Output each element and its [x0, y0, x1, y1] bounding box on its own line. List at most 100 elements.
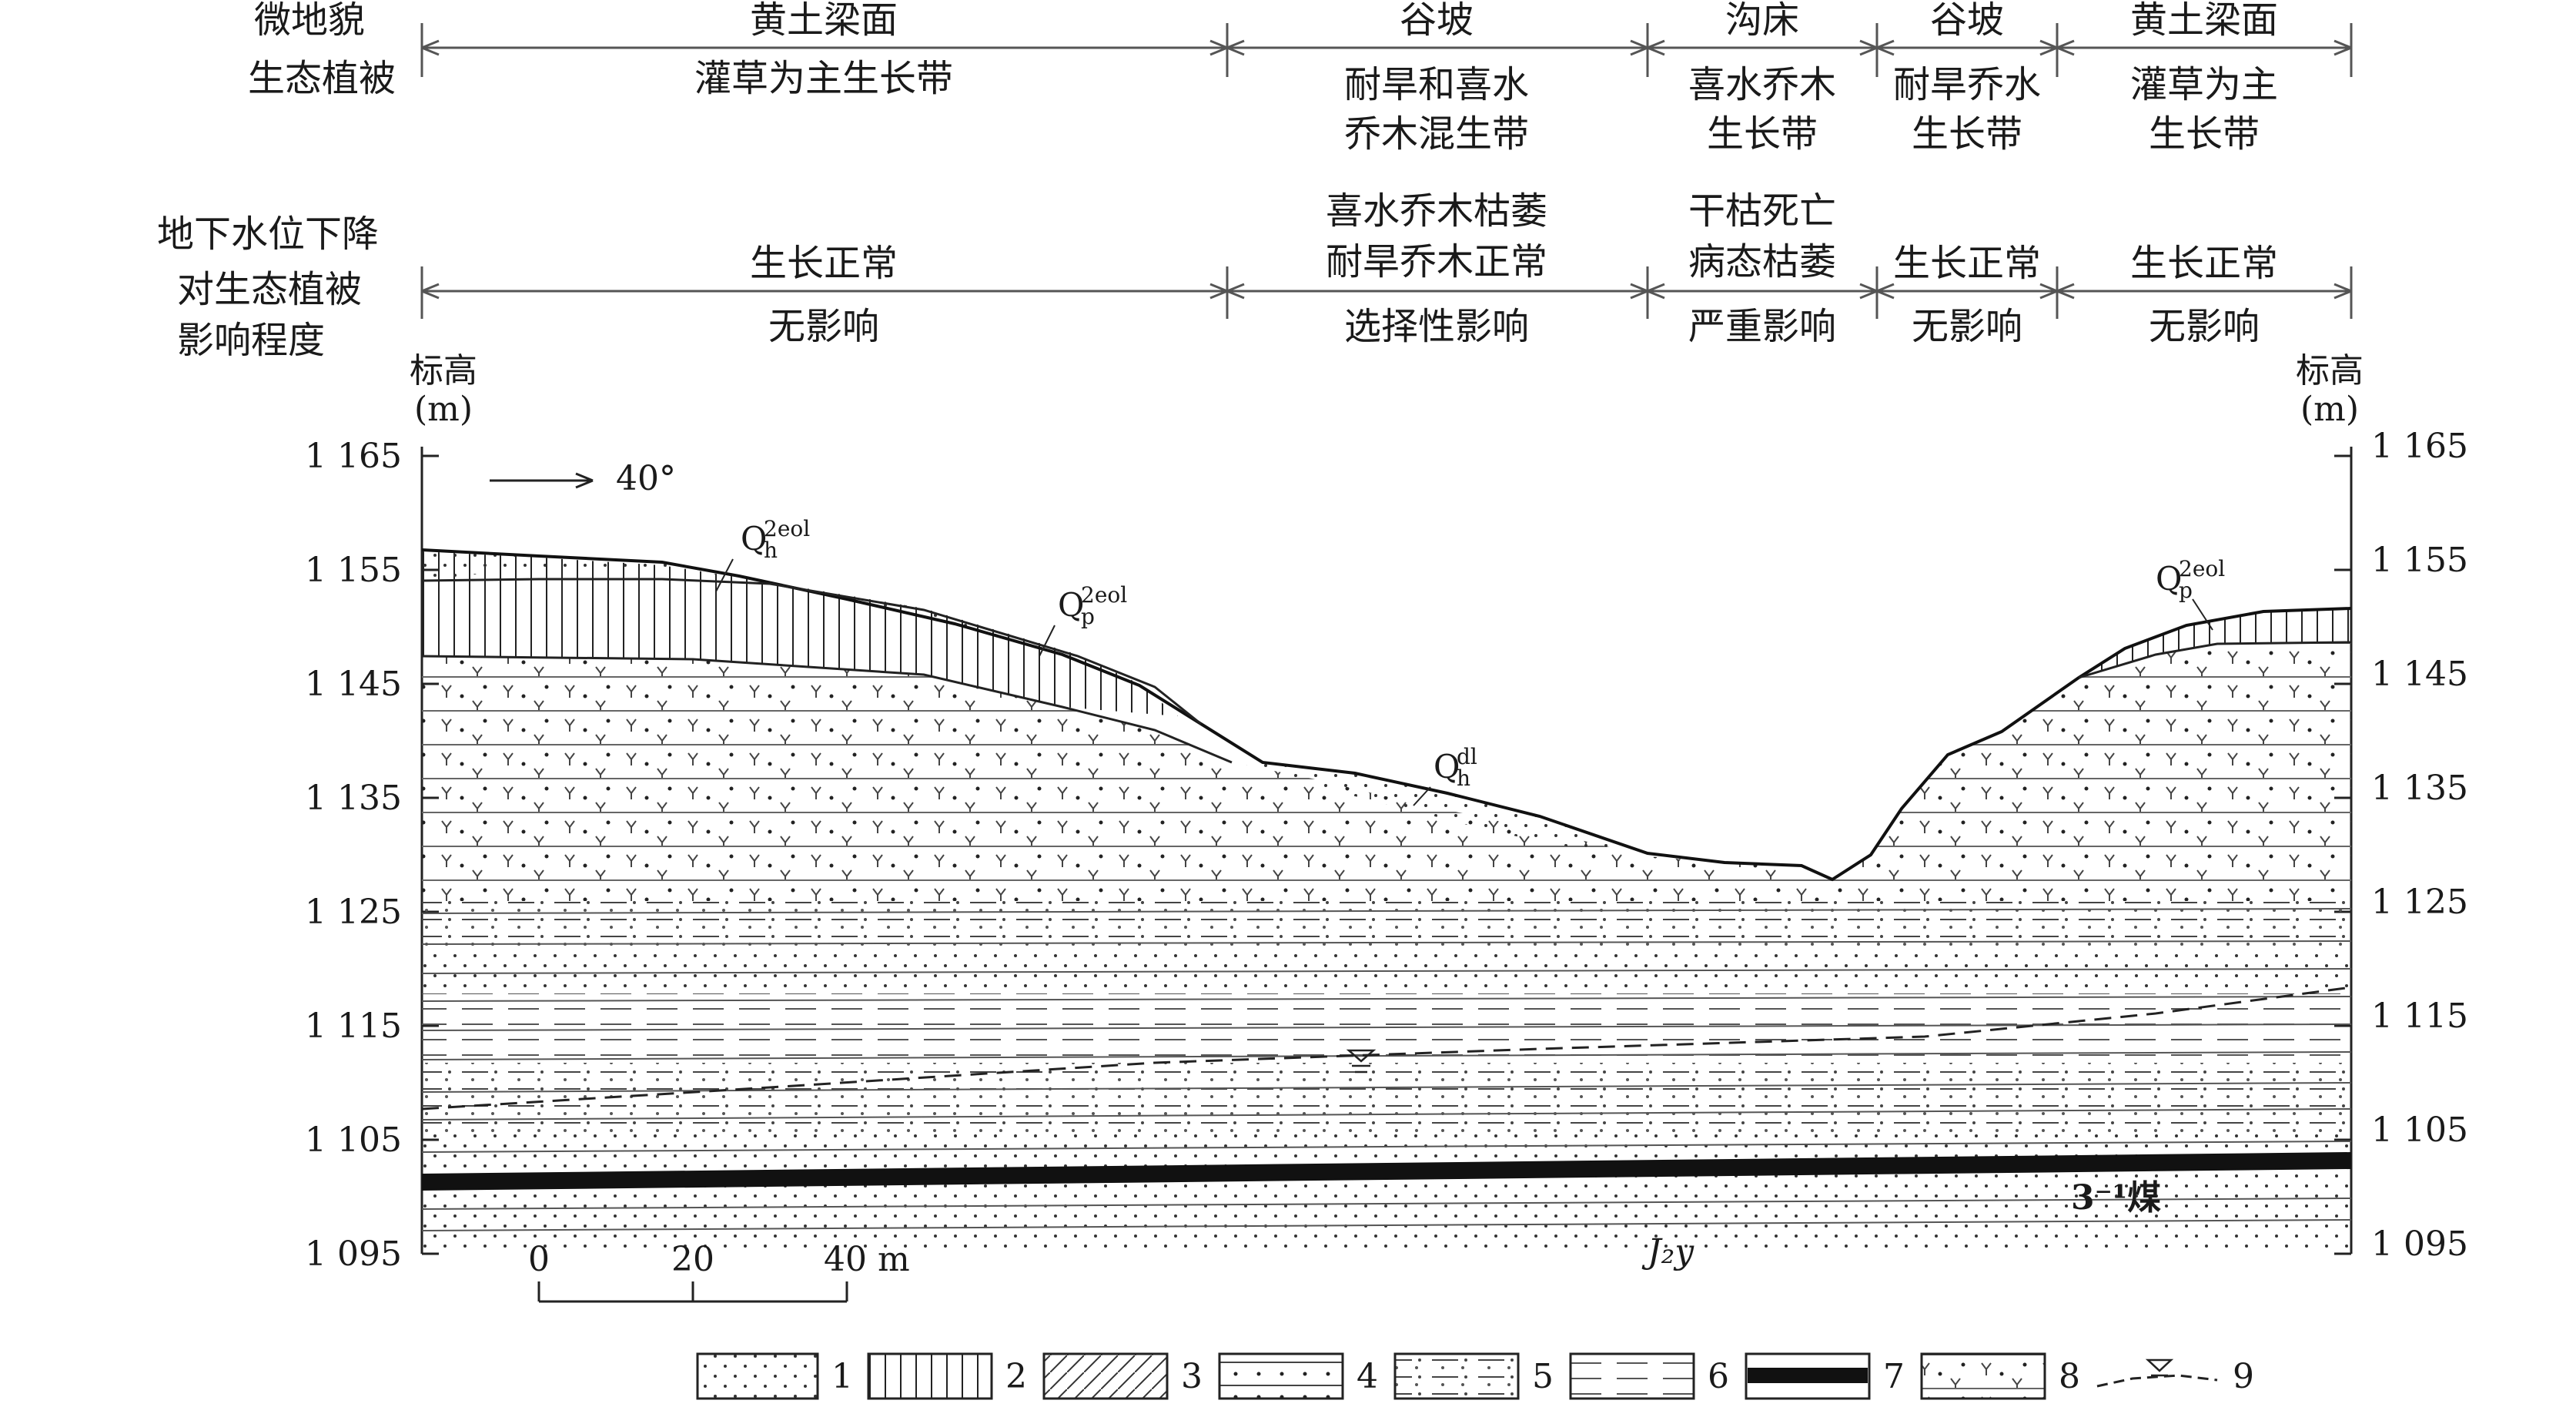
- vegetation-label-line2: 生长带: [2149, 112, 2260, 156]
- right-tick-1095: 1 095: [2371, 1224, 2468, 1264]
- status-label: 生长正常: [2130, 242, 2278, 285]
- legend-number: 1: [831, 1357, 853, 1396]
- bedrock-contact: [422, 655, 1233, 764]
- formation-label: J₂y: [1641, 1232, 1694, 1271]
- ground-surface: [422, 548, 2351, 882]
- strata-sup: dl: [1457, 744, 1477, 769]
- layer-sandstone-mid: [422, 1063, 2351, 1132]
- bedrock-contact-right: [2078, 641, 2351, 679]
- row3-label-line2: 对生态植被: [177, 268, 362, 311]
- header-dimension-lines: [420, 23, 2353, 319]
- impact-label: 严重影响: [1688, 305, 1836, 348]
- vegetation-label-line2: 生长带: [1707, 112, 1818, 156]
- legend-number: 9: [2233, 1357, 2254, 1396]
- legend-number: 6: [1708, 1357, 1729, 1396]
- layer-loess-right: [2079, 608, 2351, 678]
- legend-item-7: 7: [1745, 1352, 1905, 1400]
- impact-label: 无影响: [768, 305, 879, 348]
- legend-number: 3: [1181, 1357, 1203, 1396]
- impact-label: 无影响: [1912, 305, 2022, 348]
- right-tick-1135: 1 135: [2371, 769, 2468, 808]
- strata-base: Q: [2156, 560, 2182, 598]
- strata-label-qh-eol: Q 2eol h: [715, 516, 810, 592]
- legend-item-3: 3: [1042, 1352, 1203, 1400]
- scale-label-40m: 40 m: [824, 1240, 910, 1279]
- vegetation-label-line2: 乔木混生带: [1344, 112, 1529, 156]
- layer-loess-holocene: [422, 551, 1178, 716]
- impact-label: 无影响: [2149, 305, 2260, 348]
- strata-sup: 2eol: [2179, 556, 2225, 581]
- legend-item-1: 1: [696, 1352, 853, 1400]
- status-label-line2: 病态枯萎: [1688, 240, 1836, 283]
- left-axis-title-line2: (m): [414, 390, 473, 429]
- legend-number: 4: [1357, 1357, 1378, 1396]
- scale-bar: 0 20 40 m: [528, 1240, 910, 1303]
- vegetation-label-line1: 耐旱乔水: [1893, 63, 2041, 106]
- vegetation-label-line1: 耐旱和喜水: [1344, 63, 1529, 106]
- strata-label-qp-eol-right: Q 2eol p: [2156, 556, 2225, 631]
- landform-label: 沟床: [1725, 0, 1799, 42]
- legend-item-8: 8: [1920, 1352, 2080, 1400]
- strata-sub: h: [764, 538, 778, 563]
- right-axis-title-line2: (m): [2300, 390, 2359, 429]
- legend-number: 2: [1005, 1357, 1027, 1396]
- left-tick-1155: 1 155: [305, 551, 402, 590]
- left-tick-1145: 1 145: [305, 665, 402, 704]
- strata-sup: 2eol: [764, 516, 810, 541]
- landform-label: 黄土梁面: [2130, 0, 2278, 42]
- status-label-line1: 干枯死亡: [1688, 189, 1836, 233]
- impact-label: 选择性影响: [1344, 305, 1529, 348]
- layer-loess-eolian-top: [422, 550, 1062, 655]
- right-axis: 标高 (m) 1 165 1 155 1 145 1 135 1 125 1 1…: [2296, 351, 2468, 1264]
- coal-seam-label: 3⁻¹煤: [2071, 1178, 2161, 1218]
- strata-sub: p: [2179, 578, 2193, 603]
- landform-label: 谷坡: [1400, 0, 1474, 42]
- water-table-symbol: [1346, 1049, 1377, 1074]
- status-label: 生长正常: [1893, 242, 2041, 285]
- left-tick-1095: 1 095: [305, 1234, 402, 1274]
- vegetation-label-line1: 喜水乔木: [1688, 63, 1836, 106]
- strata-sub: p: [1081, 604, 1095, 629]
- legend-item-9: 9: [2096, 1357, 2254, 1396]
- legend-item-2: 2: [867, 1352, 1027, 1400]
- left-tick-1115: 1 115: [305, 1007, 402, 1046]
- status-label-line1: 喜水乔木枯萎: [1326, 189, 1547, 233]
- header-column-valley-slope-right: 谷坡 耐旱乔水 生长带 生长正常 无影响: [1893, 0, 2041, 348]
- right-axis-title-line1: 标高: [2296, 351, 2364, 390]
- legend-number: 8: [2059, 1357, 2080, 1396]
- direction-label: 40°: [616, 459, 676, 498]
- strata-base: Q: [1058, 586, 1084, 624]
- vegetation-label-line1: 灌草为主: [2130, 63, 2278, 106]
- section-body: [422, 548, 2351, 1254]
- scale-label-0: 0: [528, 1240, 550, 1279]
- scale-label-20: 20: [671, 1240, 714, 1279]
- header: 微地貌 生态植被 地下水位下降 对生态植被 影响程度 黄土梁面: [157, 0, 2353, 362]
- vegetation-label-line2: 生长带: [1912, 112, 2022, 156]
- legend: 1 2 3 4 5 6 7 8: [696, 1352, 2254, 1400]
- water-table-line: [422, 986, 2351, 1111]
- layer-siltstone-lower: [422, 1132, 2351, 1254]
- status-label: 生长正常: [750, 242, 898, 285]
- right-tick-1115: 1 115: [2371, 997, 2468, 1036]
- right-tick-1105: 1 105: [2371, 1111, 2468, 1150]
- layer-weathered-bedrock: [422, 642, 2351, 901]
- strata-base: Q: [1434, 748, 1460, 786]
- row1-label: 微地貌: [254, 0, 365, 42]
- strata-label-qh-dl: Q dl h: [1413, 744, 1477, 806]
- right-tick-1125: 1 125: [2371, 883, 2468, 922]
- right-tick-1165: 1 165: [2371, 427, 2468, 466]
- landform-label: 谷坡: [1930, 0, 2004, 42]
- loess-base-contact: [422, 578, 1202, 725]
- left-tick-1165: 1 165: [305, 437, 402, 476]
- strata-sub: h: [1457, 765, 1470, 791]
- legend-number: 7: [1883, 1357, 1905, 1396]
- strata-sup: 2eol: [1081, 582, 1127, 608]
- header-column-loess-ridge-left: 黄土梁面 灌草为主生长带 生长正常 无影响: [694, 0, 953, 348]
- legend-item-6: 6: [1569, 1352, 1729, 1400]
- legend-item-4: 4: [1218, 1352, 1378, 1400]
- direction-indicator: 40°: [490, 459, 676, 498]
- legend-item-5: 5: [1393, 1352, 1554, 1400]
- row3-label-line1: 地下水位下降: [157, 213, 379, 256]
- right-tick-1145: 1 145: [2371, 655, 2468, 694]
